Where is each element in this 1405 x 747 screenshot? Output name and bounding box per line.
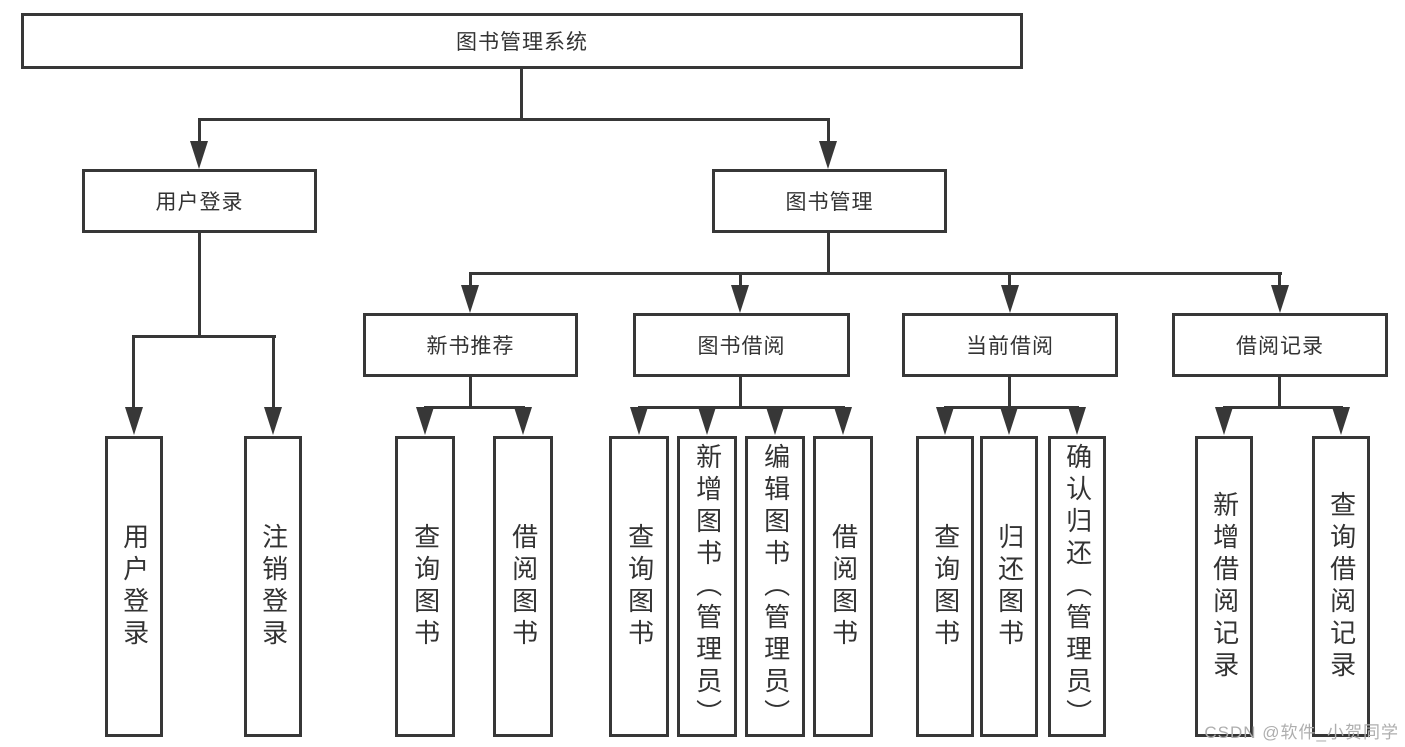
node-library-management-system: 图书管理系统	[21, 13, 1023, 69]
arrow-down-icon	[190, 141, 208, 169]
connector-line	[469, 272, 1282, 275]
leaf-user-login: 用户登录	[105, 436, 163, 737]
leaf-borrow-books-1: 借阅图书	[493, 436, 553, 737]
node-new-book-recommendation: 新书推荐	[363, 313, 578, 377]
connector-line	[198, 233, 201, 336]
leaf-label: 注销登录	[258, 522, 289, 651]
arrow-down-icon	[766, 407, 784, 435]
node-label: 借阅记录	[1236, 335, 1324, 358]
connector-line	[1278, 377, 1281, 407]
node-label: 图书管理	[785, 191, 874, 214]
connector-line	[198, 118, 830, 121]
connector-line	[1008, 377, 1011, 407]
arrow-down-icon	[1332, 407, 1350, 435]
connector-line	[1278, 272, 1281, 288]
leaf-query-books-1: 查询图书	[395, 436, 455, 737]
arrow-down-icon	[1001, 285, 1019, 313]
arrow-down-icon	[936, 407, 954, 435]
node-label: 新书推荐	[426, 335, 515, 358]
arrow-down-icon	[1068, 407, 1086, 435]
leaf-borrow-books-2: 借阅图书	[813, 436, 873, 737]
leaf-edit-books-admin: 编辑图书（管理员）	[745, 436, 805, 737]
node-label: 图书管理系统	[456, 31, 588, 54]
connector-line	[739, 377, 742, 407]
leaf-confirm-return-admin: 确认归还（管理员）	[1048, 436, 1106, 737]
node-current-borrowing: 当前借阅	[902, 313, 1118, 377]
leaf-add-borrow-record: 新增借阅记录	[1195, 436, 1253, 737]
leaf-logout: 注销登录	[244, 436, 302, 737]
connector-line	[272, 335, 275, 409]
connector-line	[1008, 272, 1011, 288]
arrow-down-icon	[416, 407, 434, 435]
connector-line	[520, 69, 523, 119]
csdn-watermark: CSDN @软件_小贺同学	[1204, 723, 1399, 742]
connector-line	[469, 377, 472, 407]
leaf-label: 新增图书（管理员）	[692, 442, 723, 731]
node-label: 图书借阅	[697, 335, 786, 358]
connector-line	[638, 406, 845, 409]
arrow-down-icon	[125, 407, 143, 435]
connector-line	[469, 272, 472, 288]
node-book-borrowing: 图书借阅	[633, 313, 850, 377]
leaf-label: 借阅图书	[828, 522, 859, 651]
node-label: 用户登录	[155, 191, 244, 214]
leaf-label: 归还图书	[994, 522, 1025, 651]
connector-line	[1223, 406, 1343, 409]
arrow-down-icon	[731, 285, 749, 313]
connector-line	[827, 233, 830, 273]
leaf-label: 确认归还（管理员）	[1062, 442, 1093, 731]
leaf-query-books-3: 查询图书	[916, 436, 974, 737]
arrow-down-icon	[819, 141, 837, 169]
arrow-down-icon	[1271, 285, 1289, 313]
leaf-label: 用户登录	[119, 522, 150, 651]
leaf-label: 查询借阅记录	[1326, 490, 1357, 683]
arrow-down-icon	[834, 407, 852, 435]
leaf-return-books: 归还图书	[980, 436, 1038, 737]
leaf-label: 查询图书	[930, 522, 961, 651]
node-label: 当前借阅	[966, 335, 1054, 358]
leaf-label: 查询图书	[624, 522, 655, 651]
leaf-query-borrow-record: 查询借阅记录	[1312, 436, 1370, 737]
arrow-down-icon	[698, 407, 716, 435]
connector-line	[827, 118, 830, 146]
leaf-add-books-admin: 新增图书（管理员）	[677, 436, 737, 737]
leaf-label: 查询图书	[410, 522, 441, 651]
leaf-label: 借阅图书	[508, 522, 539, 651]
arrow-down-icon	[461, 285, 479, 313]
leaf-query-books-2: 查询图书	[609, 436, 669, 737]
connector-line	[132, 335, 276, 338]
arrow-down-icon	[514, 407, 532, 435]
arrow-down-icon	[1000, 407, 1018, 435]
leaf-label: 新增借阅记录	[1209, 490, 1240, 683]
node-book-management: 图书管理	[712, 169, 947, 233]
connector-line	[132, 335, 135, 409]
connector-line	[739, 272, 742, 288]
node-user-login: 用户登录	[82, 169, 317, 233]
arrow-down-icon	[1215, 407, 1233, 435]
node-borrowing-records: 借阅记录	[1172, 313, 1388, 377]
connector-line	[198, 118, 201, 146]
arrow-down-icon	[630, 407, 648, 435]
connector-line	[424, 406, 525, 409]
arrow-down-icon	[264, 407, 282, 435]
leaf-label: 编辑图书（管理员）	[760, 442, 791, 731]
